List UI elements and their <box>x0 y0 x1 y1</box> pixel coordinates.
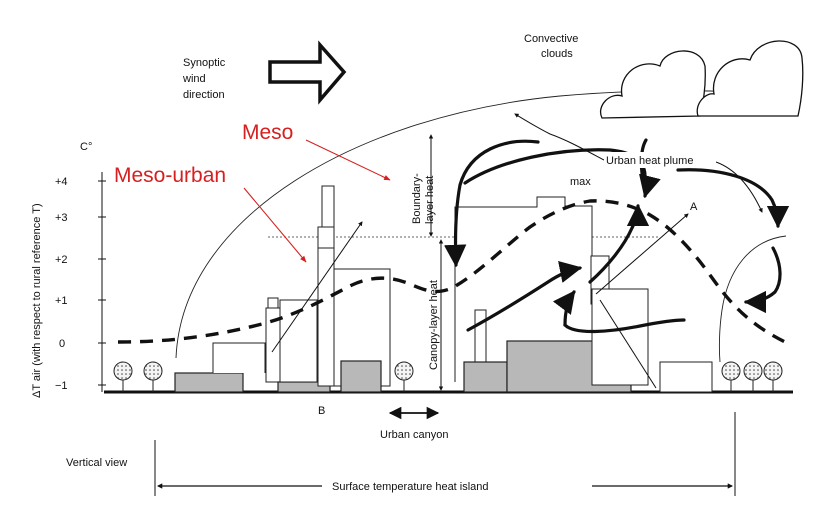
synoptic-label-line1: Synoptic <box>183 57 226 69</box>
wind-arrow-icon <box>268 40 347 105</box>
meso-urban-label: Meso-urban <box>114 164 226 187</box>
trees <box>113 361 783 392</box>
heat-plume-flow-arrows <box>444 138 790 334</box>
max-label: max <box>570 176 591 188</box>
vertical-view-label: Vertical view <box>66 457 127 469</box>
tree-icon <box>721 361 741 381</box>
synoptic-label-line2: wind <box>182 73 206 85</box>
y-axis-label: ΔT air (with respect to rural reference … <box>31 203 43 398</box>
thin-diagonal-arrow <box>271 221 363 353</box>
y-tick-label: +1 <box>55 295 68 307</box>
boundary-layer-dome <box>175 90 781 359</box>
y-tick-label: 0 <box>59 338 65 350</box>
canopy-layer-label: Canopy-layer heat <box>428 280 440 370</box>
urban-heat-plume-label: Urban heat plume <box>606 155 693 167</box>
boundary-layer-label-line1: Boundary- <box>411 173 423 224</box>
y-axis: +4 +3 +2 +1 0 −1 C° ΔT air (with respect… <box>31 141 106 398</box>
thin-diagonal-arrow <box>599 299 657 389</box>
convective-clouds-icon <box>599 40 804 119</box>
y-unit-label: C° <box>80 141 92 153</box>
tree-icon <box>763 361 783 381</box>
y-tick-label: +3 <box>55 212 68 224</box>
boundary-layer-label-line2: layer heat <box>424 176 436 224</box>
urban-canyon-label: Urban canyon <box>380 429 449 441</box>
urban-heat-plume-leader <box>715 161 763 213</box>
point-a-label: A <box>690 201 698 213</box>
thin-diagonal-arrow <box>595 213 689 295</box>
y-tick-label: +2 <box>55 254 68 266</box>
y-tick-label: −1 <box>55 380 68 392</box>
downwind-plume-arc <box>718 235 787 363</box>
plume-label-bg <box>604 152 716 168</box>
urban-heat-plume-leader <box>514 113 605 161</box>
convective-label-line2: clouds <box>541 48 573 60</box>
surface-island-label: Surface temperature heat island <box>332 481 489 493</box>
tree-icon <box>113 361 133 381</box>
meso-red-arrow <box>305 139 391 181</box>
tree-icon <box>743 361 763 381</box>
tree-icon <box>143 361 163 381</box>
convective-label-line1: Convective <box>524 33 578 45</box>
point-b-label: B <box>318 405 325 417</box>
tree-icon <box>394 361 414 381</box>
air-temperature-profile <box>117 199 786 344</box>
y-tick-label: +4 <box>55 176 68 188</box>
left-building-group <box>174 185 391 393</box>
meso-label: Meso <box>242 121 293 144</box>
synoptic-label-line3: direction <box>183 89 225 101</box>
meso-urban-red-arrow <box>243 187 307 263</box>
